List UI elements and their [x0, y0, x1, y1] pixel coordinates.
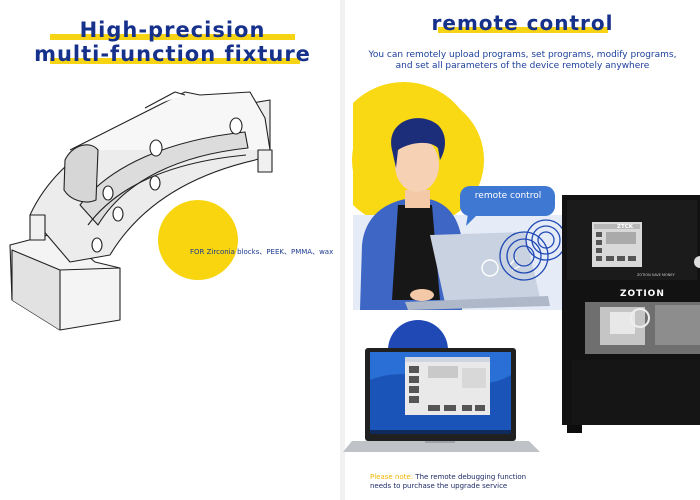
machine-panel-tagline: ZOTION SAVE MONEY	[637, 273, 675, 277]
blue-semicircle	[388, 320, 448, 350]
machine-brand: ZOTION	[620, 289, 665, 299]
remote-title: remote control	[345, 11, 700, 35]
subtitle-line2: and set all parameters of the device rem…	[395, 61, 650, 71]
person-shirt	[392, 205, 440, 300]
material-caption: FOR Zirconia blocks、PEEK、PMMA、wax	[190, 248, 334, 256]
left-panel: High-precision multi-function fixture	[0, 0, 345, 500]
remote-subtitle: You can remotely upload programs, set pr…	[355, 50, 690, 72]
person-hair	[391, 118, 445, 168]
fixture-title-line1: High-precision	[79, 18, 266, 42]
laptop	[343, 348, 540, 452]
fixture-drawing	[9, 91, 273, 331]
speech-bubble	[460, 186, 555, 216]
note-prefix: Please note:	[370, 473, 414, 481]
fixture-illustration	[9, 91, 273, 331]
fixture-title-line2: multi-function fixture	[34, 42, 311, 66]
remote-title-text: remote control	[431, 11, 614, 35]
upgrade-note: Please note: The remote debugging functi…	[370, 473, 526, 491]
title-highlight	[50, 34, 295, 40]
machine-panel-brand: ZTCK	[617, 224, 634, 230]
speech-bubble-label: remote control	[474, 191, 542, 201]
note-line2: needs to purchase the upgrade service	[370, 482, 508, 490]
yellow-circle	[158, 200, 238, 280]
panel-divider	[340, 0, 348, 500]
milling-machine	[562, 195, 700, 433]
fixture-title: High-precision multi-function fixture	[0, 18, 345, 66]
note-line1: The remote debugging function	[413, 473, 527, 481]
laptop-base	[343, 441, 540, 452]
person-face	[395, 138, 439, 192]
subtitle-line1: You can remotely upload programs, set pr…	[368, 50, 677, 60]
title-highlight	[50, 58, 300, 64]
title-highlight	[438, 27, 608, 33]
illustration-laptop	[430, 232, 540, 303]
